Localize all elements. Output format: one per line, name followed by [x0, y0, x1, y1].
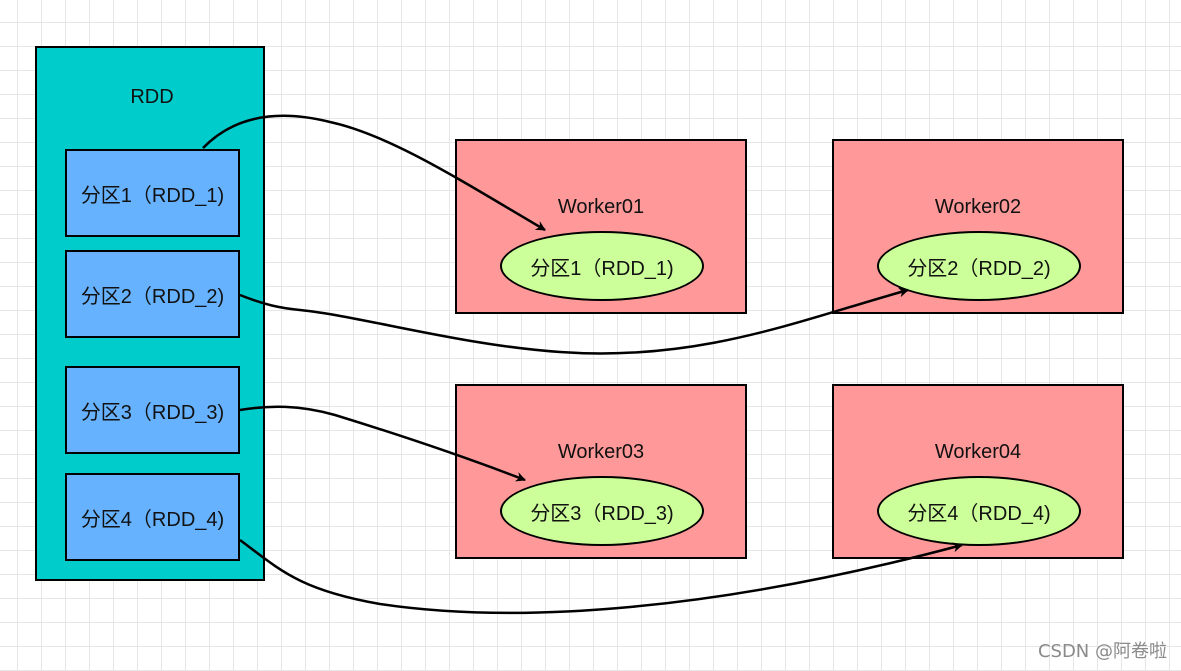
worker-03-partition: 分区3（RDD_3)	[500, 476, 704, 546]
rdd-partition-1: 分区1（RDD_1)	[65, 149, 240, 237]
worker-02-partition: 分区2（RDD_2)	[877, 231, 1081, 301]
rdd-container: RDD 分区1（RDD_1) 分区2（RDD_2) 分区3（RDD_3) 分区4…	[35, 46, 265, 581]
worker-03-title: Worker03	[557, 441, 645, 463]
worker-04-partition: 分区4（RDD_4)	[877, 476, 1081, 546]
rdd-title: RDD	[130, 86, 174, 108]
worker-02: Worker02 分区2（RDD_2)	[832, 139, 1124, 314]
worker-02-title: Worker02	[934, 196, 1022, 218]
worker-04-title: Worker04	[934, 441, 1022, 463]
worker-01: Worker01 分区1（RDD_1)	[455, 139, 747, 314]
arrow-partition-2-to-worker-02	[239, 287, 909, 355]
worker-01-partition: 分区1（RDD_1)	[500, 231, 704, 301]
arrow-partition-1-to-worker-01	[202, 114, 546, 232]
rdd-partition-2: 分区2（RDD_2)	[65, 250, 240, 338]
worker-04: Worker04 分区4（RDD_4)	[832, 384, 1124, 559]
arrow-partition-4-to-worker-04	[239, 539, 963, 615]
rdd-partition-3: 分区3（RDD_3)	[65, 366, 240, 454]
arrow-partition-3-to-worker-03	[239, 405, 526, 482]
worker-01-title: Worker01	[557, 196, 645, 218]
watermark: CSDN @阿卷啦	[1037, 641, 1167, 662]
rdd-partition-4: 分区4（RDD_4)	[65, 473, 240, 561]
